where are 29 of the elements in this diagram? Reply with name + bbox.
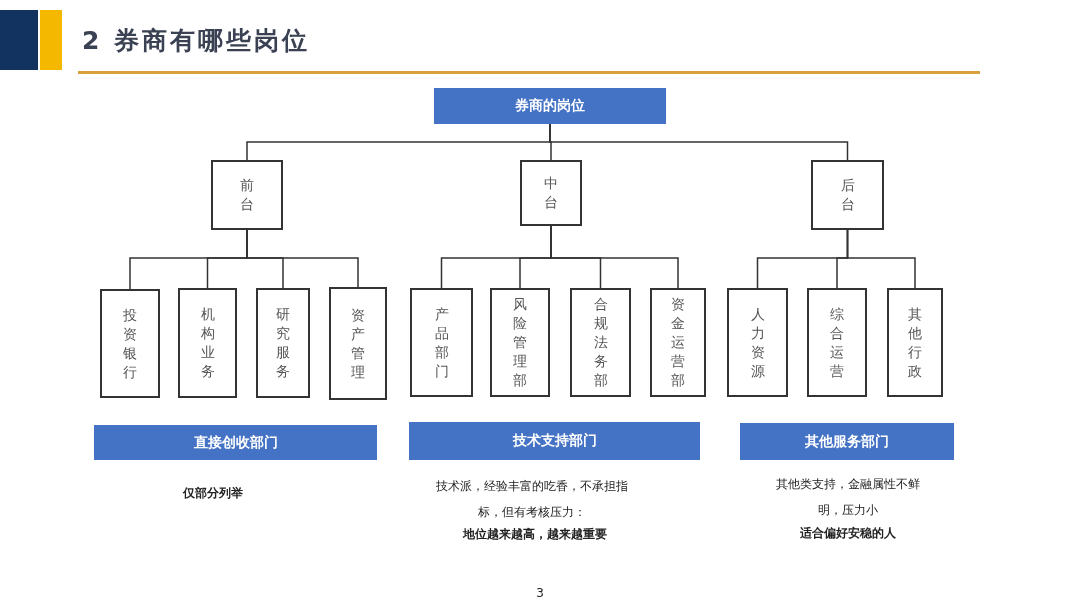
connector-line [846,229,916,289]
department-box: 人力资源 [727,288,788,397]
department-box: 机构业务 [178,288,237,398]
department-box: 后台 [811,160,884,230]
department-box: 前台 [211,160,283,230]
note-text: 仅部分列举 [181,485,244,502]
heading-box: 技术支持部门 [409,422,700,460]
department-box: 综合运营 [807,288,867,397]
page-number: 3 [535,585,545,602]
department-box: 资金运营部 [650,288,706,397]
note-text: 适合偏好安稳的人 [799,525,897,542]
department-box: 合规法务部 [570,288,631,397]
heading-box: 其他服务部门 [740,423,954,460]
department-box: 资产管理 [329,287,387,400]
slide-title: 2 券商有哪些岗位 [82,25,311,57]
department-box: 其他行政 [887,288,943,397]
connector-line [246,229,359,288]
department-box: 研究服务 [256,288,310,398]
note-text: 地位越来越高，越来越重要 [461,526,608,543]
department-box: 产品部门 [410,288,473,397]
note-text: 其他类支持，金融属性不鲜明，压力小 [775,476,921,519]
heading-box: 券商的岗位 [434,88,666,124]
department-box: 投资银行 [100,289,160,398]
department-box: 风险管理部 [490,288,550,397]
department-box: 中台 [520,160,582,226]
note-text: 技术派，经验丰富的吃香，不承担指标，但有考核压力： [435,478,629,521]
connector-line [550,225,679,289]
heading-box: 直接创收部门 [94,425,377,460]
connector-line [549,123,849,161]
